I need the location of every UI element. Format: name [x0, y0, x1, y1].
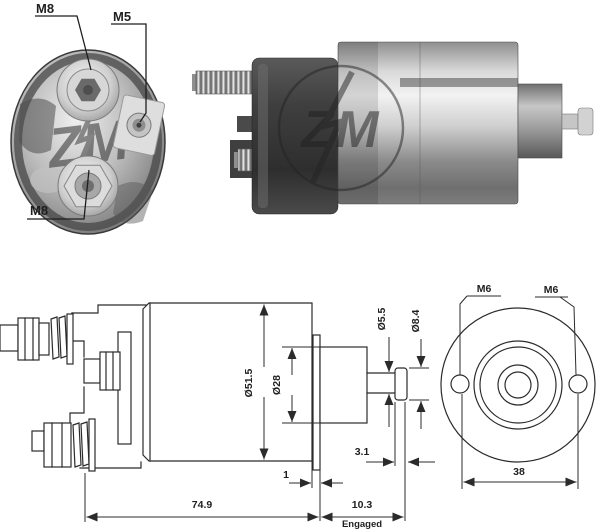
motor-terminal	[31, 418, 96, 472]
lightning-bolt-icon	[309, 70, 355, 186]
middle-terminal	[83, 351, 121, 391]
label-m6-left: M6	[477, 283, 492, 295]
label-m8-top: M8	[36, 1, 54, 16]
side-section-view	[0, 302, 408, 472]
m6-hole-left	[450, 374, 470, 394]
plunger-hole-outer	[497, 364, 539, 406]
dim-shaft-diameter: Ø5.5	[376, 307, 388, 330]
zm-logo-watermark: ZM	[277, 64, 405, 192]
dim-hole-spacing: 38	[513, 466, 525, 478]
dim-tip-thickness: 3.1	[355, 446, 370, 458]
reflection-area	[30, 167, 66, 193]
stud-end	[192, 74, 198, 91]
label-m8-bottom: M8	[30, 203, 48, 218]
front-view: M6 M6 38	[440, 283, 596, 489]
plunger-hole-inner	[504, 371, 532, 399]
battery-stud	[195, 70, 255, 95]
flange-outline	[440, 307, 596, 463]
dimension-drawing: Ø51.5 Ø28 Ø5.5 Ø8.4 3.1 1 74.9	[0, 283, 596, 530]
label-m5: M5	[113, 9, 131, 24]
side-view-dimensions: Ø51.5 Ø28 Ø5.5 Ø8.4 3.1 1 74.9	[84, 304, 435, 530]
leader-line-m8-top	[35, 15, 92, 71]
dim-body-length: 74.9	[192, 499, 213, 511]
leader-line-m6-left	[459, 295, 468, 375]
plunger-shaft	[561, 113, 579, 130]
shadow-area	[19, 98, 56, 154]
dim-body-diameter: Ø51.5	[243, 369, 255, 398]
watermark-text: ZM	[299, 101, 380, 159]
solenoid-end-photo: ZM M8 M5 M8	[10, 1, 166, 235]
m6-hole-right	[568, 374, 588, 394]
dim-tip-diameter: Ø8.4	[410, 309, 422, 332]
shadow-area	[113, 182, 153, 224]
terminal-m5	[112, 94, 166, 156]
leader-line-m8-bottom	[27, 169, 90, 220]
plunger-tip	[577, 107, 594, 136]
front-boss	[517, 83, 563, 159]
mounting-flange	[312, 334, 321, 471]
terminal-bolt-top	[56, 58, 120, 122]
dim-face-gap: 1	[283, 469, 289, 481]
body-reflection	[400, 78, 518, 87]
leader-line-m6-right	[559, 296, 577, 375]
label-m6-right: M6	[544, 284, 559, 296]
boss-ring-inner	[479, 346, 557, 424]
end-view-callouts: M8 M5 M8	[27, 1, 147, 220]
front-boss-outline	[319, 346, 368, 424]
battery-terminal	[0, 313, 74, 365]
plunger-tip-outline	[394, 367, 408, 401]
leader-line-m5	[111, 23, 147, 123]
body-outline	[142, 302, 313, 462]
cap-highlight	[258, 64, 268, 208]
stud-end	[234, 152, 240, 168]
dim-travel: 10.3	[352, 499, 373, 511]
boss-ring-outer	[473, 340, 563, 430]
solenoid-side-photo: ZM	[192, 41, 594, 215]
terminal-assembly	[0, 304, 147, 472]
product-photos: ZM M8 M5 M8	[10, 1, 594, 235]
dim-boss-diameter: Ø28	[271, 375, 283, 395]
label-engaged: Engaged	[342, 519, 382, 530]
